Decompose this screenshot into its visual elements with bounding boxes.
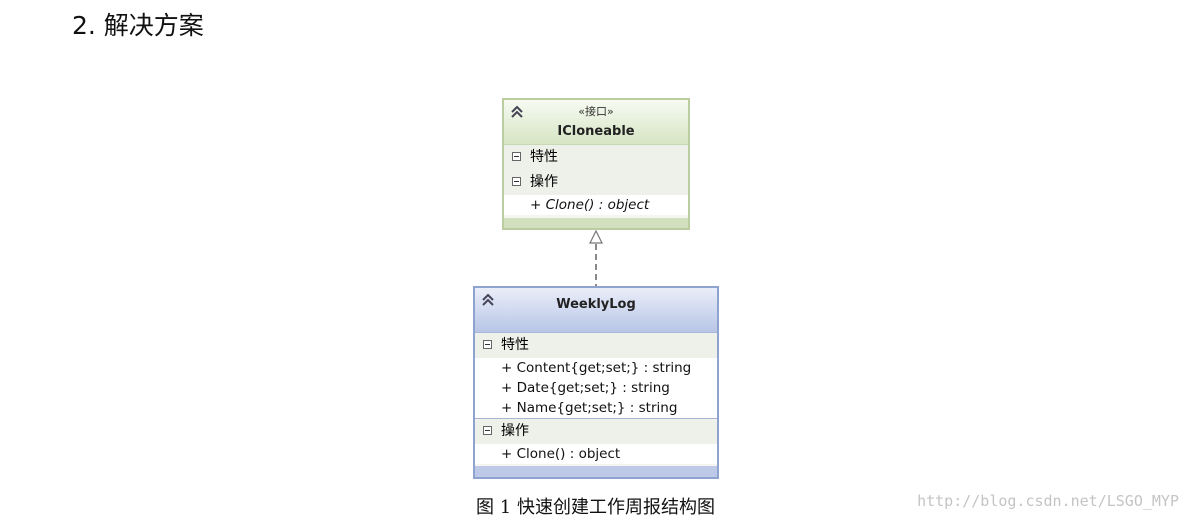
interface-header: «接口» ICloneable <box>504 100 688 145</box>
attribute-item[interactable]: + Date{get;set;} : string <box>475 378 717 398</box>
class-name: ICloneable <box>557 124 635 139</box>
watermark-url: http://blog.csdn.net/LSGO_MYP <box>917 492 1179 510</box>
compartment-divider <box>475 418 717 419</box>
stereotype-label: «接口» <box>578 105 614 118</box>
class-footer-band <box>504 218 688 228</box>
attributes-label: 特性 <box>501 337 529 353</box>
collapse-minus-icon[interactable] <box>483 426 492 435</box>
weeklylog-class-box[interactable]: WeeklyLog 特性 + Content{get;set;} : strin… <box>473 286 719 479</box>
attribute-item[interactable]: + Name{get;set;} : string <box>475 398 717 418</box>
class-name: WeeklyLog <box>556 297 636 312</box>
operations-label: 操作 <box>530 174 558 190</box>
icloneable-interface-box[interactable]: «接口» ICloneable 特性 操作 + Clone() : object <box>502 98 690 230</box>
collapse-minus-icon[interactable] <box>512 177 521 186</box>
attributes-compartment-header[interactable]: 特性 <box>475 333 717 358</box>
collapse-chevron-icon[interactable] <box>481 293 495 307</box>
operations-compartment-header[interactable]: 操作 <box>475 419 717 444</box>
attributes-compartment-header[interactable]: 特性 <box>504 145 688 170</box>
collapse-minus-icon[interactable] <box>512 152 521 161</box>
collapse-minus-icon[interactable] <box>483 340 492 349</box>
section-heading: 2. 解决方案 <box>72 11 204 40</box>
operation-item[interactable]: + Clone() : object <box>475 444 717 464</box>
collapse-chevron-icon[interactable] <box>510 105 524 119</box>
attributes-label: 特性 <box>530 149 558 165</box>
figure-caption: 图 1 快速创建工作周报结构图 <box>476 497 715 518</box>
hollow-arrowhead <box>589 229 603 244</box>
attribute-item[interactable]: + Content{get;set;} : string <box>475 358 717 378</box>
operation-item[interactable]: + Clone() : object <box>504 195 688 215</box>
operations-compartment-header[interactable]: 操作 <box>504 170 688 195</box>
operations-label: 操作 <box>501 423 529 439</box>
class-header: WeeklyLog <box>475 288 717 333</box>
class-footer-band <box>475 466 717 477</box>
